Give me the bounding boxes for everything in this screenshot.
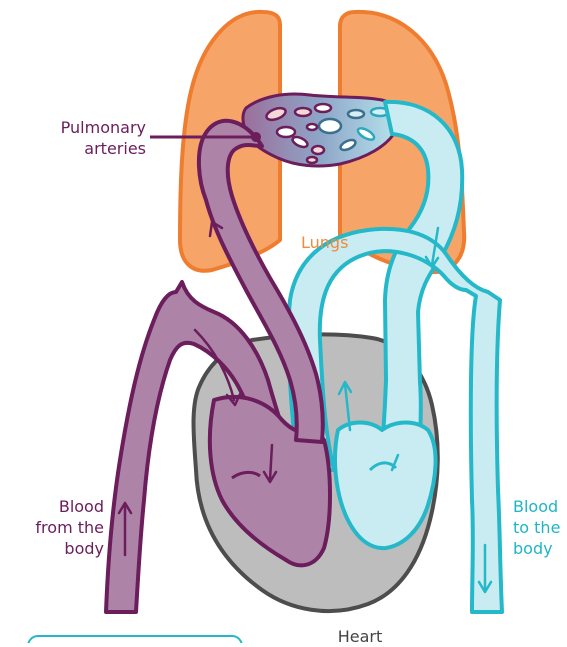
bottom-panel-edge <box>28 636 242 643</box>
label-pulmonary-arteries: Pulmonary arteries <box>28 117 146 159</box>
label-blood-from-line1: Blood <box>12 496 104 517</box>
label-heart: Heart <box>330 626 390 647</box>
label-blood-from-body: Blood from the body <box>12 496 104 559</box>
label-blood-from-line2: from the <box>12 517 104 538</box>
label-lungs: Lungs <box>301 232 348 253</box>
label-blood-from-line3: body <box>12 538 104 559</box>
label-blood-to-line2: to the <box>513 517 567 538</box>
pulmonary-leader-dot <box>251 132 261 142</box>
label-blood-to-body: Blood to the body <box>513 496 567 559</box>
label-blood-to-line3: body <box>513 538 567 559</box>
label-pulmonary-line1: Pulmonary <box>28 117 146 138</box>
label-blood-to-line1: Blood <box>513 496 567 517</box>
label-pulmonary-line2: arteries <box>28 138 146 159</box>
